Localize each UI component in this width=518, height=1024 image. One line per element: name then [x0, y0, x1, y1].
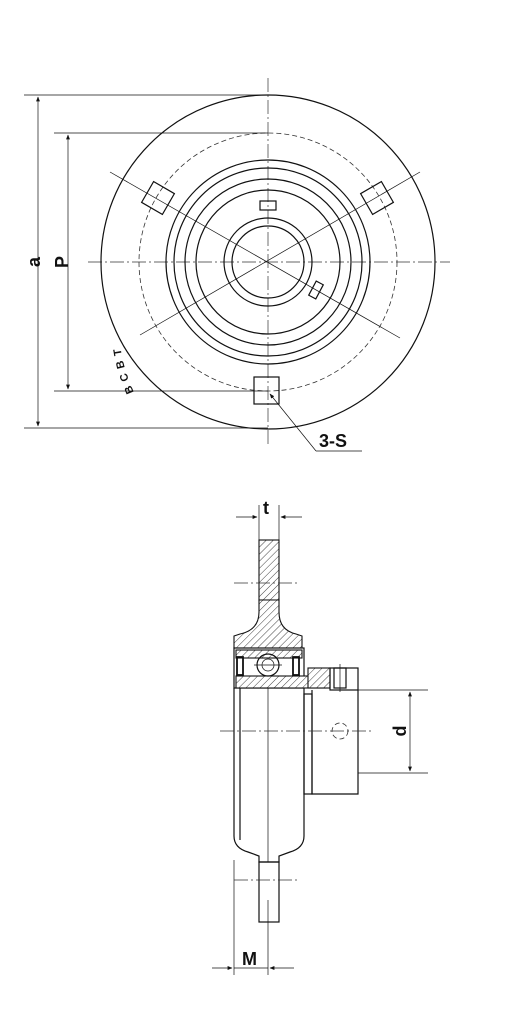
- dim-a-label: a: [24, 256, 44, 267]
- bore-outer-circle: [223, 217, 313, 307]
- set-screw-side: [307, 280, 325, 300]
- dim-t-label: t: [263, 498, 269, 518]
- dim-d-label: d: [390, 726, 410, 737]
- bore-inner-circle: [231, 225, 305, 299]
- bearing-inner-ring: [195, 189, 341, 335]
- mount-hole-bottom: [253, 376, 280, 405]
- seal-left: [236, 656, 244, 676]
- dim-p-label: P: [52, 256, 72, 268]
- diagonal-centerline-1: [109, 171, 401, 339]
- flange-ear-top: [258, 539, 280, 601]
- collar-section: [307, 667, 331, 689]
- hole-label: 3-S: [319, 431, 347, 451]
- flange-ear-bottom: [258, 861, 280, 923]
- inner-ring-extension: [303, 693, 313, 795]
- diagonal-centerline-2: [139, 171, 421, 336]
- housing-ring-1: [165, 159, 371, 365]
- mount-hole-right: [359, 180, 395, 216]
- bearing-outer-ring: [184, 178, 352, 346]
- mount-hole-left: [140, 180, 176, 216]
- housing-ring-2: [173, 167, 363, 357]
- housing-upper-section: [233, 599, 303, 649]
- side-view: t d M: [212, 498, 428, 975]
- brand-mark: BCBT: [111, 343, 137, 395]
- set-screw-top: [259, 200, 277, 211]
- front-view: BCBT 3-S a P: [24, 78, 450, 452]
- housing-lower-body: [233, 688, 305, 863]
- locking-collar-body: [311, 690, 359, 795]
- seal-right: [292, 656, 300, 676]
- hole-leader-line: [269, 393, 317, 452]
- dim-m-label: M: [242, 949, 257, 969]
